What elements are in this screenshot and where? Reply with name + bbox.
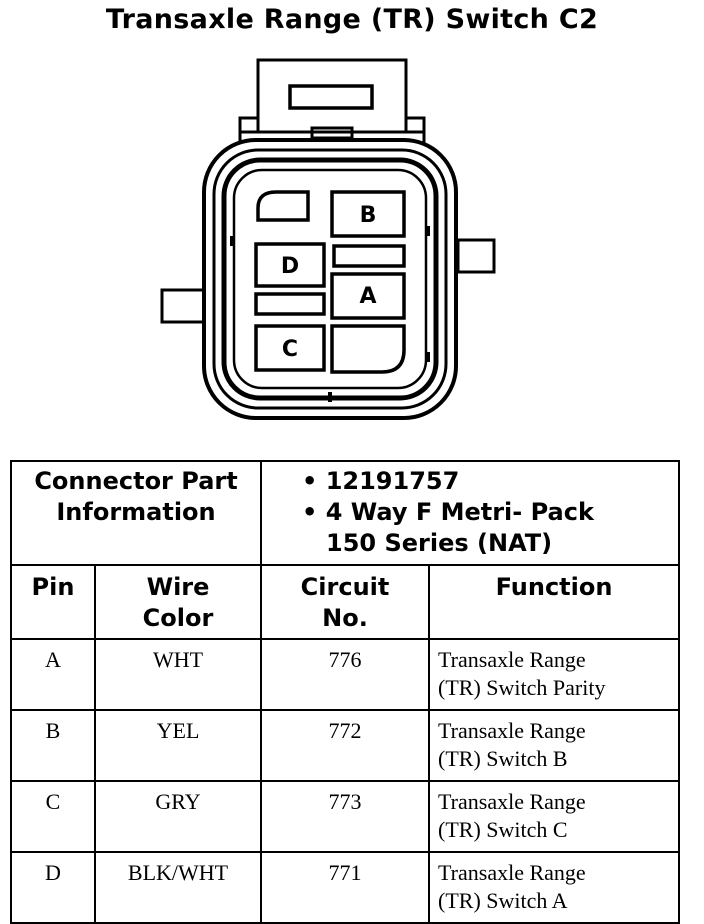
pin-cell: B — [10, 709, 96, 782]
circuit-cell: 772 — [260, 709, 431, 782]
circuit-cell: 771 — [260, 851, 431, 924]
cavity-b — [330, 190, 406, 238]
part-info-label: Connector Part Information — [9, 460, 263, 566]
wire-color-cell: BLK/WHT — [93, 851, 263, 924]
latch-shoulder — [238, 116, 426, 132]
cavity-label-a: A — [359, 284, 376, 309]
right-side-tab — [456, 238, 496, 274]
function-line2: (TR) Switch C — [438, 817, 568, 842]
col-header-pin: Pin — [10, 564, 96, 640]
part-info-values: • 12191757 • 4 Way F Metri- Pack 150 Ser… — [260, 460, 681, 566]
table-row: C GRY 773 Transaxle Range (TR) Switch C — [10, 780, 681, 853]
connector-latch — [256, 58, 408, 134]
connector-info-table: Connector Part Information • 12191757 • … — [9, 460, 681, 924]
col-header-wire-color: Wire Color — [93, 564, 263, 640]
part-info-label-line2: Information — [56, 498, 216, 526]
table-row: B YEL 772 Transaxle Range (TR) Switch B — [10, 709, 681, 782]
function-line1: Transaxle Range — [438, 860, 586, 885]
pin-cell: A — [10, 638, 96, 711]
cavity-c — [254, 324, 326, 372]
function-line1: Transaxle Range — [438, 647, 586, 672]
connector-outer-shell — [202, 138, 458, 420]
cavity-blank-upper-left — [256, 190, 310, 222]
function-cell: Transaxle Range (TR) Switch C — [428, 780, 681, 853]
pin-cell: D — [10, 851, 96, 924]
function-line1: Transaxle Range — [438, 789, 586, 814]
column-header-row: Pin Wire Color Circuit No. Function — [10, 564, 681, 640]
pin-cell: C — [10, 780, 96, 853]
function-cell: Transaxle Range (TR) Switch Parity — [428, 638, 681, 711]
function-line2: (TR) Switch A — [438, 888, 568, 913]
part-info-row: Connector Part Information • 12191757 • … — [9, 460, 681, 566]
cavity-slot-right — [332, 244, 406, 268]
connector-face-diagram: B D A C — [160, 58, 496, 420]
circuit-cell: 776 — [260, 638, 431, 711]
cavity-label-c: C — [282, 337, 298, 362]
latch-slot — [288, 84, 374, 110]
wire-color-cell: GRY — [93, 780, 263, 853]
wire-color-cell: YEL — [93, 709, 263, 782]
col-header-wire-color-line2: Color — [142, 604, 214, 632]
part-info-label-line1: Connector Part — [34, 467, 238, 495]
cavity-label-d: D — [281, 254, 299, 279]
col-header-circuit-line1: Circuit — [300, 573, 390, 601]
left-side-tab — [160, 288, 206, 324]
cavity-slot-left — [254, 292, 326, 316]
function-line1: Transaxle Range — [438, 718, 586, 743]
col-header-circuit: Circuit No. — [260, 564, 431, 640]
col-header-function: Function — [428, 564, 681, 640]
col-header-function-text: Function — [495, 573, 613, 601]
col-header-pin-text: Pin — [31, 573, 75, 601]
cavity-a — [330, 272, 406, 320]
cavity-blank-lower-right — [330, 324, 406, 374]
col-header-wire-color-line1: Wire — [146, 573, 210, 601]
function-cell: Transaxle Range (TR) Switch A — [428, 851, 681, 924]
function-line2: (TR) Switch Parity — [438, 675, 606, 700]
part-description-line2: 150 Series (NAT) — [326, 529, 553, 557]
cavity-d — [254, 242, 326, 288]
diagram-title: Transaxle Range (TR) Switch C2 — [105, 4, 599, 35]
part-description-line1: • 4 Way F Metri- Pack — [302, 498, 594, 526]
circuit-cell: 773 — [260, 780, 431, 853]
wire-color-cell: WHT — [93, 638, 263, 711]
part-number: • 12191757 — [302, 467, 460, 495]
function-cell: Transaxle Range (TR) Switch B — [428, 709, 681, 782]
table-row: A WHT 776 Transaxle Range (TR) Switch Pa… — [10, 638, 681, 711]
col-header-circuit-line2: No. — [322, 604, 368, 632]
cavity-label-b: B — [360, 203, 377, 228]
table-row: D BLK/WHT 771 Transaxle Range (TR) Switc… — [10, 851, 681, 924]
function-line2: (TR) Switch B — [438, 746, 568, 771]
